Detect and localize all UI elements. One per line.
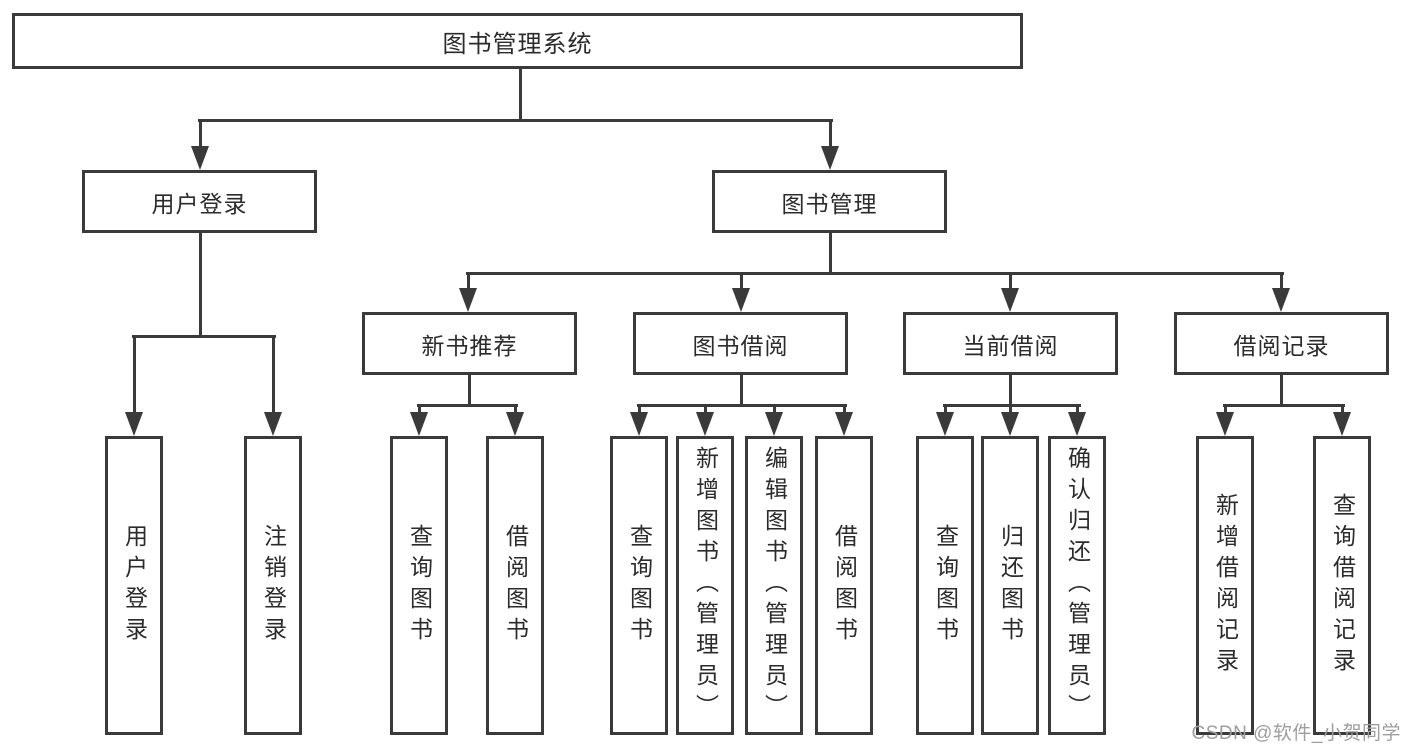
- arrow-down-icon: [125, 412, 143, 436]
- leaf-confirm-return-admin: 确认归还（管理员）: [1048, 436, 1106, 735]
- leaf-return-books: 归还图书: [981, 436, 1039, 735]
- leaf-borrow-books: 借阅图书: [815, 436, 873, 735]
- connector-line: [828, 233, 832, 275]
- connector-line: [466, 272, 470, 292]
- connector-line: [739, 272, 743, 292]
- connector-line: [943, 404, 947, 414]
- arrow-down-icon: [1001, 412, 1019, 436]
- connector-line: [518, 69, 522, 121]
- connector-line: [637, 404, 641, 414]
- arrow-down-icon: [821, 146, 839, 170]
- node-current-borrowing: 当前借阅: [903, 312, 1118, 375]
- connector-line: [636, 403, 847, 407]
- node-library-management-system: 图书管理系统: [12, 13, 1023, 69]
- connector-line: [1008, 272, 1012, 292]
- node-borrowing-records: 借阅记录: [1174, 312, 1389, 375]
- arrow-down-icon: [191, 146, 209, 170]
- leaf-user-login: 用户登录: [105, 436, 163, 735]
- connector-line: [942, 403, 1081, 407]
- connector-line: [772, 404, 776, 414]
- leaf-logout-login: 注销登录: [244, 436, 302, 735]
- arrow-down-icon: [696, 412, 714, 436]
- connector-line: [1008, 375, 1012, 407]
- arrow-down-icon: [1001, 288, 1019, 312]
- leaf-query-books-current: 查询图书: [916, 436, 974, 735]
- leaf-add-books-admin: 新增图书（管理员）: [676, 436, 734, 735]
- connector-line: [739, 375, 743, 407]
- arrow-down-icon: [459, 288, 477, 312]
- connector-line: [1008, 404, 1012, 414]
- arrow-down-icon: [1068, 412, 1086, 436]
- arrow-down-icon: [630, 412, 648, 436]
- arrow-down-icon: [835, 412, 853, 436]
- node-new-book-recommend: 新书推荐: [362, 312, 577, 375]
- connector-line: [842, 404, 846, 414]
- connector-line: [1222, 403, 1345, 407]
- connector-line: [198, 233, 202, 338]
- arrow-down-icon: [1272, 288, 1290, 312]
- arrow-down-icon: [1216, 412, 1234, 436]
- watermark: CSDN @软件_小贺同学: [1191, 723, 1401, 744]
- connector-line: [417, 404, 421, 414]
- arrow-down-icon: [1333, 412, 1351, 436]
- connector-line: [198, 119, 202, 150]
- arrow-down-icon: [506, 412, 524, 436]
- leaf-edit-books-admin: 编辑图书（管理员）: [745, 436, 803, 735]
- connector-line: [1279, 375, 1283, 407]
- connector-line: [1075, 404, 1079, 414]
- connector-line: [828, 119, 832, 150]
- arrow-down-icon: [765, 412, 783, 436]
- connector-line: [1340, 404, 1344, 414]
- connector-line: [703, 404, 707, 414]
- leaf-query-books-borrow: 查询图书: [610, 436, 668, 735]
- arrow-down-icon: [732, 288, 750, 312]
- node-user-login: 用户登录: [82, 170, 317, 233]
- node-book-management: 图书管理: [712, 170, 947, 233]
- connector-line: [1279, 272, 1283, 292]
- node-book-borrowing: 图书借阅: [633, 312, 848, 375]
- connector-line: [1223, 404, 1227, 414]
- arrow-down-icon: [410, 412, 428, 436]
- connector-line: [416, 403, 518, 407]
- connector-line: [197, 118, 833, 122]
- connector-line: [465, 271, 1284, 275]
- connector-line: [513, 404, 517, 414]
- leaf-query-borrow-record: 查询借阅记录: [1313, 436, 1371, 735]
- leaf-borrow-books-recommend: 借阅图书: [486, 436, 544, 735]
- leaf-add-borrow-record: 新增借阅记录: [1196, 436, 1254, 735]
- arrow-down-icon: [264, 412, 282, 436]
- connector-line: [271, 335, 275, 414]
- connector-line: [132, 335, 136, 414]
- connector-line: [467, 375, 471, 407]
- arrow-down-icon: [936, 412, 954, 436]
- connector-line: [131, 334, 276, 338]
- leaf-query-books-recommend: 查询图书: [390, 436, 448, 735]
